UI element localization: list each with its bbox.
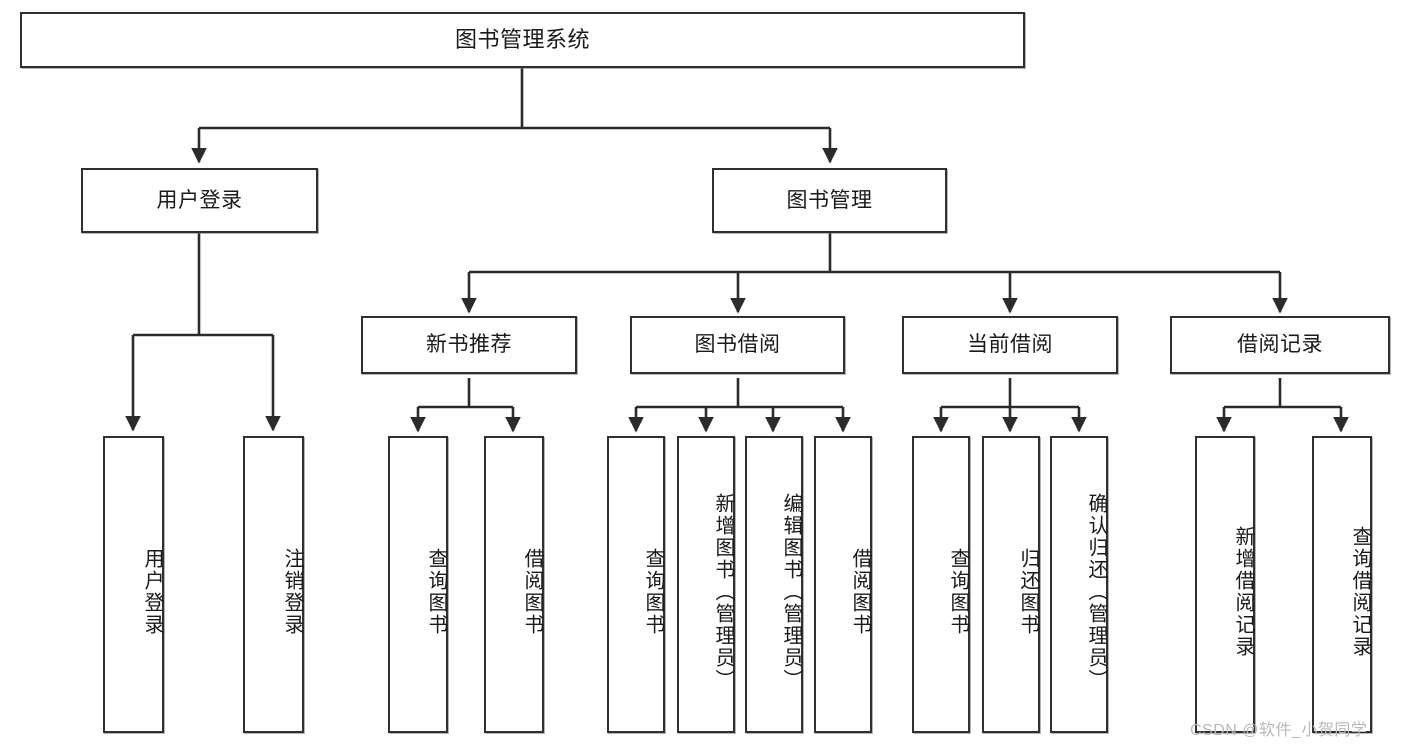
leaf-current-query-book[interactable]: 查询图书 [912,436,970,733]
node-label: 图书管理系统 [454,26,590,52]
leaf-current-return-book[interactable]: 归还图书 [982,436,1040,733]
node-user-login[interactable]: 用户登录 [81,168,318,233]
node-current-borrow[interactable]: 当前借阅 [902,316,1118,374]
node-label: 用户登录 [156,188,243,212]
node-label: 新增图书（管理员） [712,492,734,691]
node-label: 当前借阅 [967,333,1053,357]
node-label: 图书管理 [786,188,873,212]
node-label: 注销登录 [281,547,303,636]
node-label: 查询图书 [425,547,447,636]
node-label: 借阅图书 [521,547,543,636]
node-label: 编辑图书（管理员） [780,492,802,691]
leaf-recommend-borrow-book[interactable]: 借阅图书 [484,436,544,733]
leaf-user-login[interactable]: 用户登录 [103,436,164,733]
node-label: 归还图书 [1017,547,1039,636]
node-borrow-record[interactable]: 借阅记录 [1170,316,1390,374]
node-label: 图书借阅 [694,333,781,357]
leaf-recommend-query-book[interactable]: 查询图书 [388,436,448,733]
node-label: 查询图书 [947,547,969,636]
node-label: 查询图书 [642,547,664,636]
leaf-record-add-record[interactable]: 新增借阅记录 [1195,436,1255,733]
leaf-borrow-borrow-book[interactable]: 借阅图书 [814,436,872,733]
node-new-book-recommend[interactable]: 新书推荐 [361,316,577,374]
csdn-watermark: CSDN @软件_小贺同学 [1190,722,1368,739]
node-root[interactable]: 图书管理系统 [20,12,1025,68]
node-book-management[interactable]: 图书管理 [712,168,947,233]
node-label: 新书推荐 [426,333,512,357]
node-label: 查询借阅记录 [1349,525,1371,658]
node-label: 借阅图书 [849,547,871,636]
leaf-borrow-edit-book[interactable]: 编辑图书（管理员） [745,436,803,733]
node-label: 新增借阅记录 [1232,525,1254,658]
node-book-borrow[interactable]: 图书借阅 [630,316,845,374]
leaf-record-query-record[interactable]: 查询借阅记录 [1312,436,1372,733]
leaf-borrow-add-book[interactable]: 新增图书（管理员） [677,436,735,733]
node-label: 用户登录 [141,547,163,636]
leaf-user-logout[interactable]: 注销登录 [243,436,304,733]
node-label: 借阅记录 [1237,333,1323,357]
node-label: 确认归还（管理员） [1085,492,1107,691]
leaf-borrow-query-book[interactable]: 查询图书 [607,436,665,733]
leaf-current-confirm-return[interactable]: 确认归还（管理员） [1050,436,1108,733]
